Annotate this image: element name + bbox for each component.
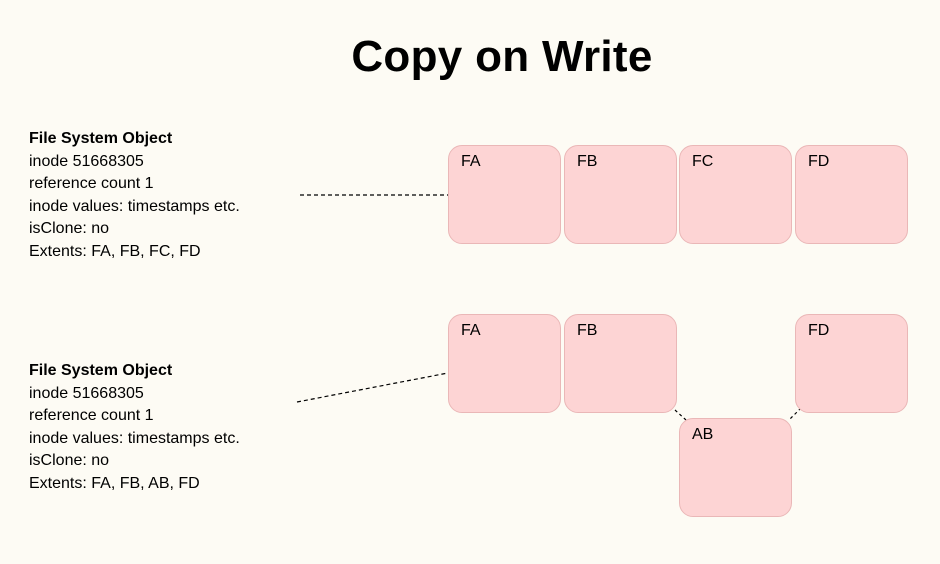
extent-block-ab: AB <box>679 418 792 517</box>
inode-line: inode 51668305 <box>29 384 144 402</box>
extent-label: FB <box>577 322 598 339</box>
extent-block-fb: FB <box>564 145 677 244</box>
is-clone-line: isClone: no <box>29 452 110 470</box>
inode-values-line: inode values: timestamps etc. <box>29 197 240 215</box>
extent-block-fa: FA <box>448 145 561 244</box>
inode-line: inode 51668305 <box>29 152 144 170</box>
extents-line: Extents: FA, FB, AB, FD <box>29 474 200 492</box>
connector-fb-to-ab <box>674 409 687 421</box>
file-system-object-2-info: File System Object inode 51668305 refere… <box>29 360 240 496</box>
extents-line: Extents: FA, FB, FC, FD <box>29 242 201 260</box>
connector-object2-to-fa <box>296 372 449 403</box>
inode-values-line: inode values: timestamps etc. <box>29 429 240 447</box>
extent-label: AB <box>692 426 714 443</box>
extent-label: FA <box>461 153 481 170</box>
extent-block-fd: FD <box>795 145 908 244</box>
extent-label: FD <box>808 153 830 170</box>
object-heading: File System Object <box>29 362 173 379</box>
is-clone-line: isClone: no <box>29 220 110 238</box>
extent-label: FD <box>808 322 830 339</box>
extent-label: FA <box>461 322 481 339</box>
extent-block-fd-clone: FD <box>795 314 908 413</box>
connector-fd-to-ab <box>788 407 802 421</box>
extent-block-fb-clone: FB <box>564 314 677 413</box>
extent-block-fc: FC <box>679 145 792 244</box>
file-system-object-1-info: File System Object inode 51668305 refere… <box>29 128 240 264</box>
object-heading: File System Object <box>29 130 173 147</box>
diagram-title: Copy on Write <box>351 32 653 81</box>
reference-count-line: reference count 1 <box>29 175 154 193</box>
extent-label: FC <box>692 153 714 170</box>
reference-count-line: reference count 1 <box>29 407 154 425</box>
extent-block-fa-clone: FA <box>448 314 561 413</box>
extent-label: FB <box>577 153 598 170</box>
